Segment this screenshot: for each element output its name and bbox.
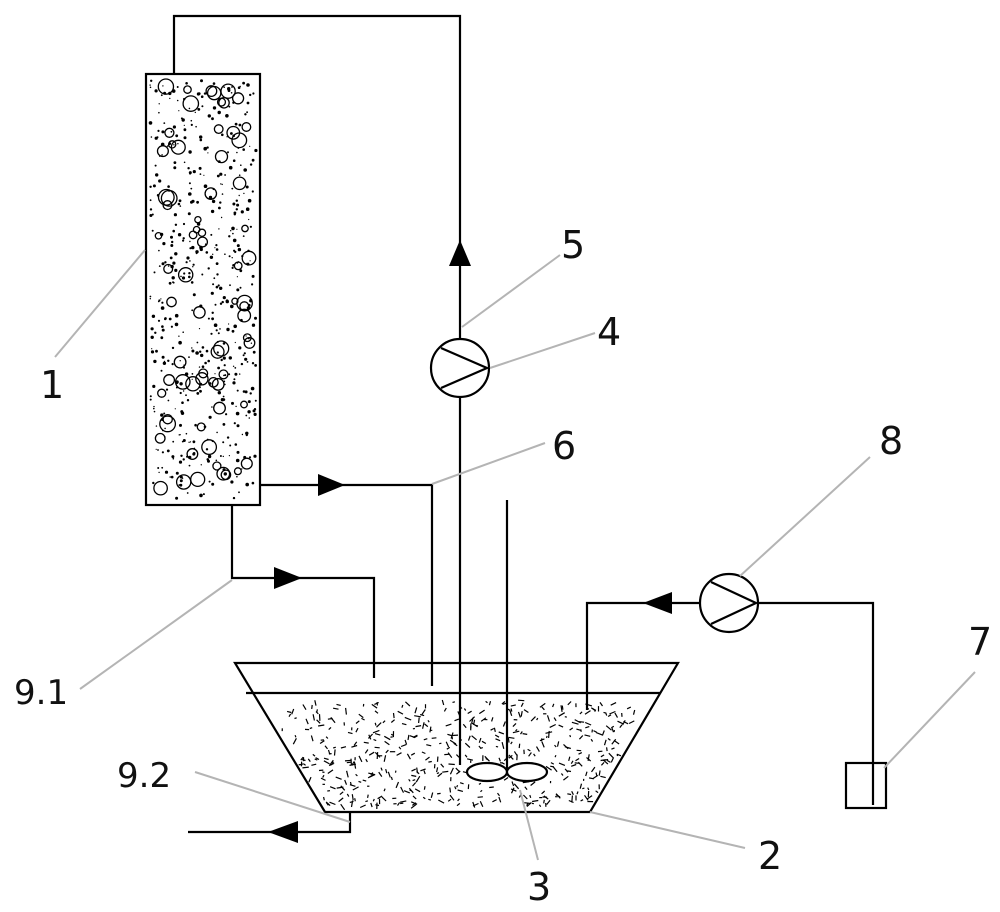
dosing-pump-icon xyxy=(698,572,760,634)
recirculation-pipe xyxy=(172,14,462,340)
flow-arrow-right xyxy=(274,567,302,589)
dosing-supply-pipe xyxy=(758,601,875,805)
flow-arrow-right xyxy=(318,474,345,496)
flow-arrow-left xyxy=(643,592,672,614)
label-5: 5 xyxy=(561,223,585,267)
leader-line-7 xyxy=(883,671,976,769)
leader-line-2 xyxy=(589,811,746,849)
leader-line-4 xyxy=(489,332,596,369)
tank-outlet-pipe xyxy=(188,812,352,834)
reagent-container xyxy=(844,761,888,810)
label-91: 9.1 xyxy=(14,673,68,713)
leader-line-91 xyxy=(79,579,233,690)
leader-line-8 xyxy=(739,456,871,577)
label-4: 4 xyxy=(597,310,621,354)
column-packing-texture xyxy=(148,78,258,500)
label-7: 7 xyxy=(968,620,992,664)
leader-line-5 xyxy=(461,254,561,328)
label-92: 9.2 xyxy=(117,756,171,796)
flow-arrow-left xyxy=(268,821,298,843)
label-1: 1 xyxy=(40,363,64,407)
label-2: 2 xyxy=(758,834,782,878)
packed-column xyxy=(144,72,262,507)
leader-line-3 xyxy=(519,789,539,861)
label-6: 6 xyxy=(552,424,576,468)
label-3: 3 xyxy=(527,865,551,909)
column-outlet-pipe xyxy=(260,483,434,686)
leader-line-1 xyxy=(54,249,146,358)
leader-line-6 xyxy=(431,442,546,485)
pump-icon xyxy=(429,337,491,399)
reaction-tank xyxy=(233,661,680,814)
tank-sludge-texture xyxy=(281,699,636,811)
flow-arrow-up xyxy=(449,240,471,266)
leader-line-92 xyxy=(194,771,351,823)
impeller-icon xyxy=(465,761,549,783)
column-bottom-pipe xyxy=(230,505,376,678)
label-8: 8 xyxy=(879,419,903,463)
